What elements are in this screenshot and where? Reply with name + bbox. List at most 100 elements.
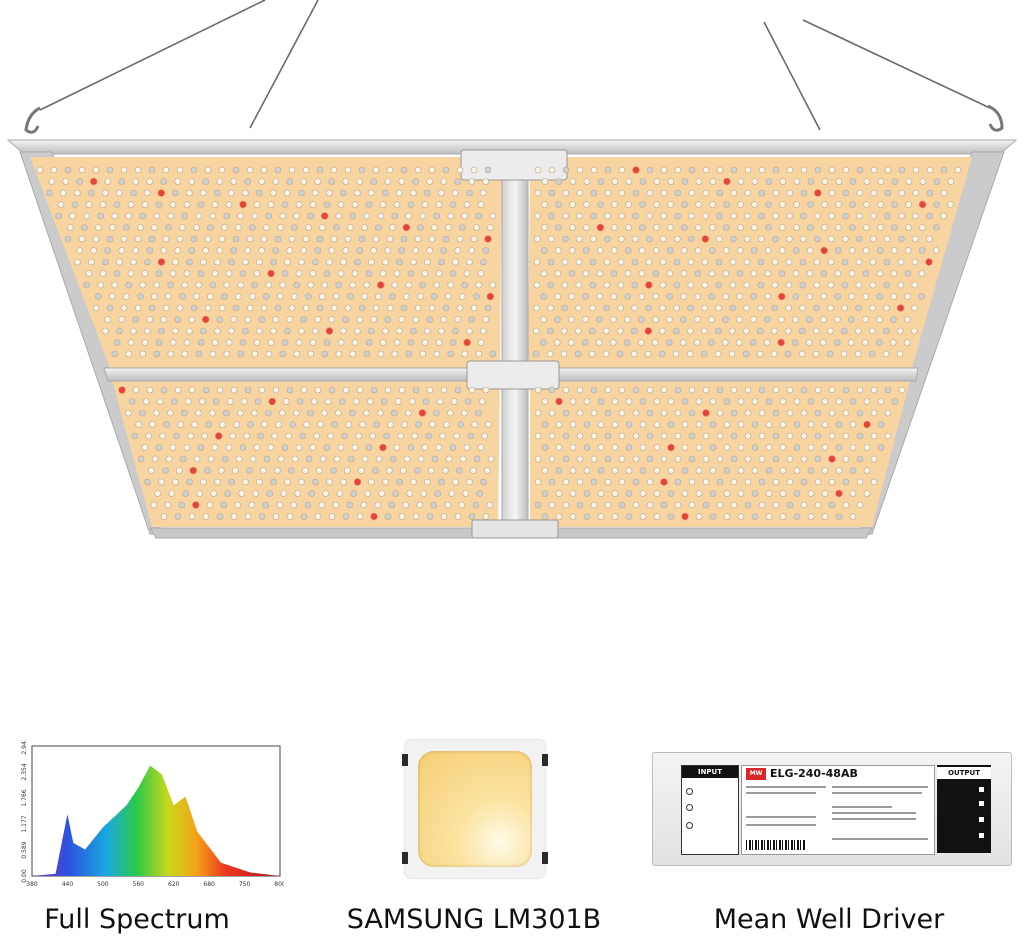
white-led-dot	[463, 201, 471, 208]
white-led-dot	[576, 386, 584, 394]
white-led-dot	[904, 247, 912, 254]
white-led-dot	[751, 224, 758, 231]
white-led-dot	[709, 224, 716, 231]
white-led-dot	[715, 258, 723, 266]
white-led-dot	[756, 350, 764, 358]
white-led-dot	[190, 304, 198, 312]
white-led-dot	[779, 444, 787, 451]
white-led-dot	[918, 293, 926, 300]
white-led-dot	[548, 166, 556, 174]
white-led-dot	[281, 270, 289, 277]
white-led-dot	[260, 166, 268, 174]
white-led-dot	[327, 432, 335, 440]
white-led-dot	[396, 258, 403, 266]
white-led-dot	[55, 212, 63, 220]
white-led-dot	[286, 386, 294, 394]
white-led-dot	[176, 304, 184, 312]
white-led-dot	[688, 478, 696, 486]
white-led-dot	[541, 513, 549, 520]
white-led-dot	[779, 467, 787, 474]
white-led-dot	[186, 327, 193, 335]
white-led-dot	[639, 398, 647, 405]
white-led-dot	[134, 235, 142, 243]
white-led-dot	[597, 490, 605, 497]
white-led-dot	[681, 490, 689, 497]
meanwell-logo: MW	[746, 768, 766, 780]
white-led-dot	[688, 166, 696, 174]
white-led-dot	[298, 258, 305, 266]
white-led-dot	[707, 339, 715, 346]
white-led-dot	[475, 212, 483, 220]
white-led-dot	[532, 327, 540, 335]
white-led-dot	[758, 409, 766, 417]
white-led-dot	[176, 235, 184, 243]
white-led-dot	[590, 432, 598, 440]
white-led-dot	[299, 432, 307, 440]
white-led-dot	[470, 166, 478, 174]
white-led-dot	[97, 212, 104, 220]
white-led-dot	[680, 247, 688, 254]
white-led-dot	[452, 478, 459, 486]
white-led-dot	[813, 304, 820, 312]
white-led-dot	[744, 432, 752, 440]
white-led-dot	[253, 270, 261, 277]
white-led-dot	[835, 444, 843, 451]
white-led-dot	[856, 212, 863, 220]
white-led-dot	[261, 421, 268, 428]
white-led-dot	[891, 398, 899, 405]
white-led-dot	[603, 281, 611, 289]
white-led-dot	[190, 166, 198, 174]
white-led-dot	[470, 304, 478, 312]
white-led-dot	[468, 513, 476, 520]
white-led-dot	[324, 398, 332, 405]
white-led-dot	[625, 178, 633, 185]
white-led-dot	[583, 201, 590, 208]
white-led-dot	[356, 316, 364, 323]
white-led-dot	[827, 281, 835, 289]
white-led-dot	[792, 316, 799, 323]
white-led-dot	[381, 189, 389, 197]
white-led-dot	[890, 316, 897, 323]
white-led-dot	[344, 235, 352, 243]
white-led-dot	[624, 316, 631, 323]
white-led-dot	[701, 258, 709, 266]
white-led-dot	[309, 444, 317, 451]
white-led-dot	[397, 432, 405, 440]
white-led-dot	[179, 224, 186, 231]
white-led-dot	[688, 189, 696, 197]
white-led-dot	[137, 224, 144, 231]
white-led-dot	[193, 293, 200, 300]
white-led-dot	[134, 304, 142, 312]
white-led-dot	[295, 339, 303, 346]
white-led-dot	[375, 455, 383, 463]
white-led-dot	[604, 386, 612, 394]
white-led-dot	[244, 386, 252, 394]
white-led-dot	[674, 189, 682, 197]
white-led-dot	[449, 444, 457, 451]
white-led-dot	[800, 166, 808, 174]
white-led-dot	[848, 247, 856, 254]
white-led-dot	[468, 247, 476, 254]
white-led-dot	[272, 247, 280, 254]
white-led-dot	[388, 501, 396, 509]
white-led-dot	[349, 281, 357, 289]
white-led-dot	[242, 258, 249, 266]
white-led-dot	[716, 189, 724, 197]
white-led-dot	[223, 409, 230, 417]
white-led-dot	[323, 444, 331, 451]
white-led-dot	[702, 189, 710, 197]
white-led-dot	[379, 339, 387, 346]
white-led-dot	[534, 501, 542, 509]
white-led-dot	[359, 421, 366, 428]
white-led-dot	[405, 350, 413, 358]
white-led-dot	[151, 293, 158, 300]
white-led-dot	[357, 467, 365, 474]
white-led-dot	[849, 490, 857, 497]
white-led-dot	[714, 350, 722, 358]
white-led-dot	[340, 478, 347, 486]
white-led-dot	[312, 258, 319, 266]
white-led-dot	[799, 304, 806, 312]
white-led-dot	[534, 386, 542, 394]
white-led-dot	[477, 444, 485, 451]
white-led-dot	[673, 281, 681, 289]
